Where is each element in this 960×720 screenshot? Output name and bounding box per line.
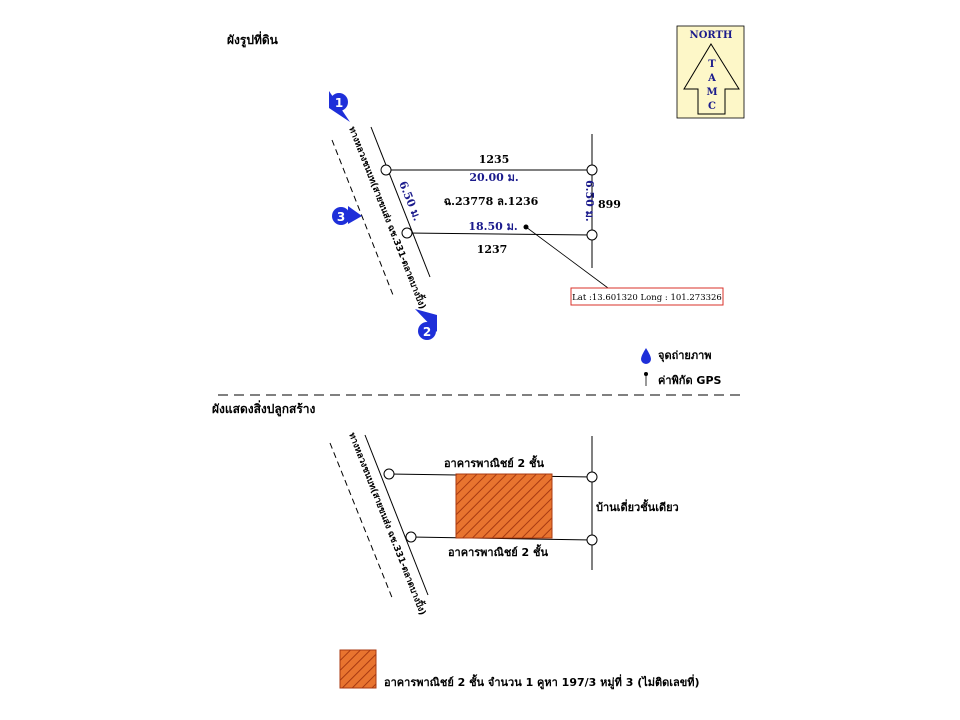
- boundary-pin: [586, 164, 598, 176]
- compass-north-label: NORTH: [690, 30, 733, 41]
- photo-point-2: 2: [415, 309, 437, 340]
- bottom-width-label: 18.50 ม.: [468, 220, 517, 233]
- road-centerline: [329, 442, 394, 601]
- gps-callout-box: [570, 287, 724, 306]
- boundary-pin: [586, 471, 598, 483]
- photo-point-1: 1: [329, 91, 350, 122]
- road-name-lower: ทางหลวงชนบท(สายขนส่ง ฉช.331-ตลาดบางปิ้ง): [346, 430, 430, 616]
- boundary-pin: [586, 229, 598, 241]
- gps-leader-line: [525, 226, 609, 289]
- top-neighbor-label: 1235: [479, 153, 510, 166]
- photo-point-number: 2: [423, 325, 431, 339]
- north-arrow-icon: [683, 43, 740, 115]
- boundary-pin: [405, 531, 417, 543]
- photo-point-3: 3: [332, 206, 362, 225]
- commercial-building-footprint: [455, 473, 553, 539]
- north-compass: NORTH T A M C: [676, 25, 745, 119]
- land-parcel: [380, 134, 598, 268]
- road-edge-line: [364, 434, 429, 596]
- photo-point-legend-icon: [641, 348, 651, 364]
- building-legend-text: อาคารพาณิชย์ 2 ชั้น จำนวน 1 คูหา 197/3 ห…: [384, 674, 700, 690]
- photo-marker-icon: [418, 322, 436, 340]
- building-top-label: อาคารพาณิชย์ 2 ชั้น: [444, 455, 545, 470]
- compass-letter-t: T: [708, 59, 716, 70]
- parcel-bottom-line: [406, 232, 593, 236]
- compass-letter-a: A: [707, 73, 716, 84]
- bottom-neighbor-label: 1237: [477, 243, 508, 256]
- right-neighbor-building-label: บ้านเดี่ยวชั้นเดียว: [596, 499, 679, 514]
- photo-point-number: 3: [337, 210, 345, 224]
- road-lower: ทางหลวงชนบท(สายขนส่ง ฉช.331-ตลาดบางปิ้ง): [329, 430, 430, 617]
- photo-marker-icon: [332, 207, 350, 225]
- land-plan-title: ผังรูปที่ดิน: [227, 31, 279, 48]
- building-parcel: [383, 436, 598, 570]
- compass-letter-m: M: [706, 87, 717, 98]
- road-centerline: [331, 139, 394, 296]
- building-plan-title: ผังแสดงสิ่งปลูกสร้าง: [212, 400, 316, 417]
- deed-number-label: ฉ.23778 ล.1236: [444, 195, 539, 208]
- right-neighbor-label: 899: [598, 198, 621, 211]
- legend: จุดถ่ายภาพ ค่าพิกัด GPS: [641, 348, 722, 387]
- camera-direction-icon: [348, 206, 362, 224]
- legend-gps-label: ค่าพิกัด GPS: [658, 374, 722, 387]
- gps-coordinates: Lat :13.601320 Long : 101.273326: [572, 293, 722, 303]
- boundary-pin: [401, 227, 413, 239]
- compass-letter-c: C: [708, 101, 716, 112]
- right-depth-label: 6.50 ม.: [583, 180, 596, 222]
- photo-marker-icon: [330, 93, 348, 111]
- boundary-pin: [383, 468, 395, 480]
- building-legend-swatch: [339, 649, 377, 689]
- boundary-pin: [380, 164, 392, 176]
- top-width-label: 20.00 ม.: [469, 171, 518, 184]
- photo-point-number: 1: [335, 96, 343, 110]
- road-edge-line: [370, 126, 431, 278]
- boundary-pin: [586, 534, 598, 546]
- legend-photo-point-label: จุดถ่ายภาพ: [658, 349, 712, 363]
- building-bottom-label: อาคารพาณิชย์ 2 ชั้น: [448, 544, 549, 559]
